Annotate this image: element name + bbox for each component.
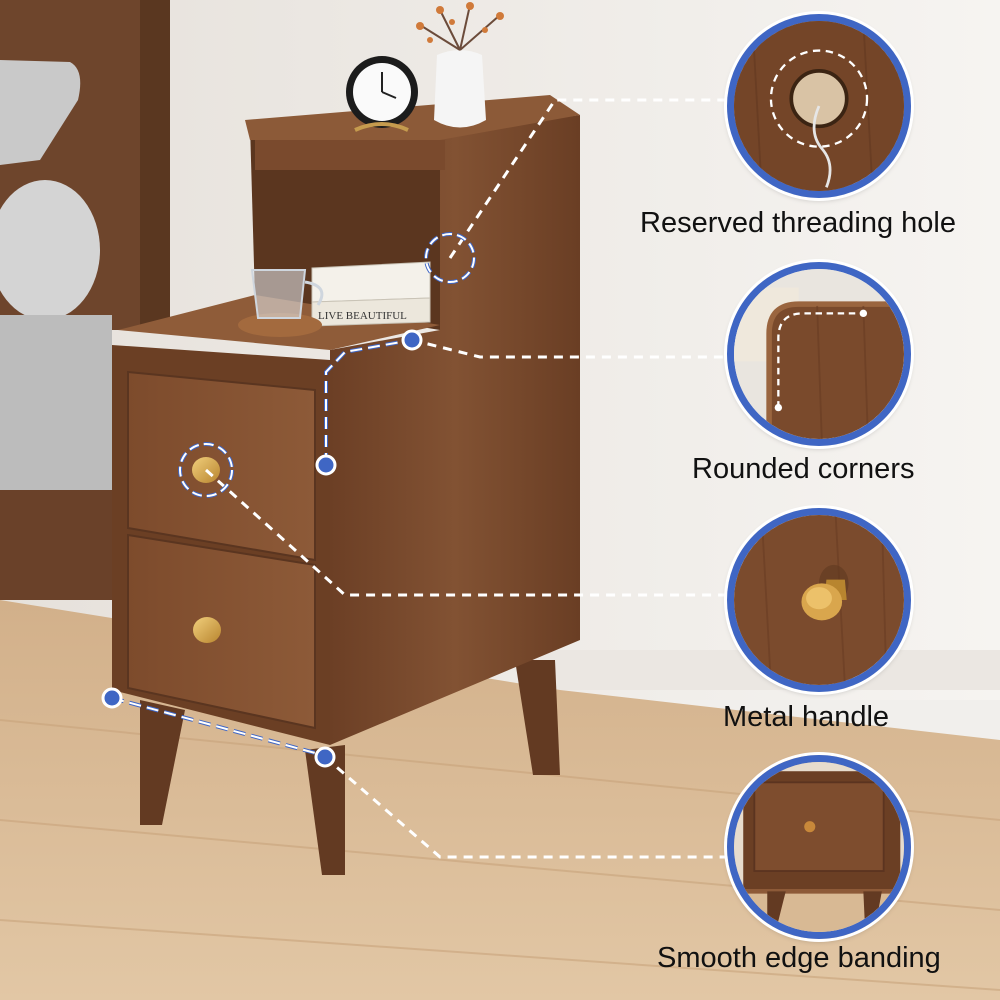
feature-label-threading-hole: Reserved threading hole bbox=[640, 207, 956, 239]
back-leg bbox=[515, 660, 560, 775]
glass-cup bbox=[250, 269, 307, 319]
edge-banding-callout bbox=[727, 755, 911, 939]
top-lip bbox=[245, 95, 580, 140]
pillow bbox=[0, 60, 81, 165]
feature-label-edge-banding: Smooth edge banding bbox=[657, 942, 941, 974]
drawer-top bbox=[127, 370, 316, 562]
books bbox=[311, 261, 431, 303]
leader-lines bbox=[204, 98, 740, 859]
bed-frame bbox=[0, 490, 112, 600]
knob-bottom bbox=[193, 617, 221, 643]
threading-hole-icon bbox=[734, 21, 904, 191]
feature-label-rounded-corners: Rounded corners bbox=[692, 453, 915, 485]
rounded-corners-callout bbox=[727, 262, 911, 446]
front-leg-right bbox=[305, 745, 345, 875]
drawer-bottom bbox=[127, 533, 316, 730]
cabinet-side bbox=[330, 115, 580, 745]
metal-handle-callout bbox=[727, 508, 911, 692]
marker-dots bbox=[101, 329, 423, 768]
front-leg-left bbox=[140, 700, 185, 825]
vase bbox=[434, 50, 486, 128]
metal-handle-icon bbox=[734, 515, 904, 685]
feature-label-metal-handle: Metal handle bbox=[723, 701, 890, 733]
book-spine-text: LIVE BEAUTIFUL bbox=[318, 310, 407, 322]
threading-hole-callout bbox=[727, 14, 911, 198]
mattress bbox=[0, 315, 112, 500]
edge-banding-icon bbox=[734, 762, 904, 932]
bolster-pillow bbox=[0, 180, 100, 320]
dried-flowers bbox=[419, 4, 501, 51]
rounded-corner-icon bbox=[734, 269, 904, 439]
